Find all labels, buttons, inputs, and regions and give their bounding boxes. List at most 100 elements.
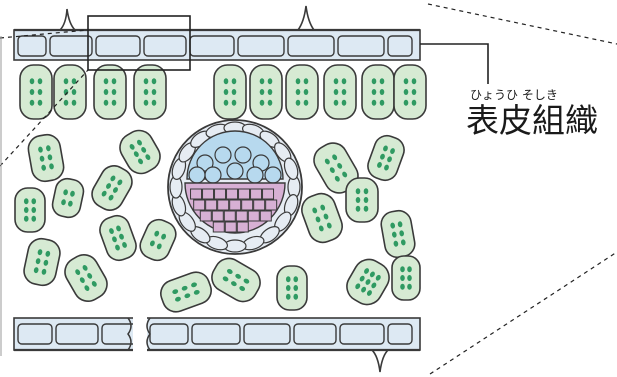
green-cell [346, 178, 378, 222]
chloroplast-dot [356, 188, 361, 194]
chloroplast-dot [112, 89, 117, 95]
xylem-vessel [215, 147, 231, 163]
phloem-cell [215, 189, 226, 199]
chloroplast-dot [64, 78, 69, 84]
chloroplast-dot [372, 100, 377, 106]
chloroplast-dot [304, 89, 309, 95]
green-cell [96, 212, 139, 264]
green-cell [364, 132, 407, 184]
chloroplast-dot [296, 89, 301, 95]
trichome [298, 6, 314, 30]
chloroplast-dot [334, 78, 339, 84]
phloem-cell [200, 211, 211, 221]
epidermis-cell [338, 36, 384, 56]
phloem-cell [224, 211, 235, 221]
chloroplast-dot [24, 207, 29, 213]
chloroplast-dot [260, 100, 265, 106]
green-cell [362, 65, 394, 119]
chloroplast-dot [412, 78, 417, 84]
chloroplast-dot [112, 100, 117, 106]
green-cell [207, 253, 266, 306]
palisade-tissue [20, 65, 426, 119]
chloroplast-dot [372, 78, 377, 84]
phloem-cell [227, 189, 238, 199]
chloroplast-dot [404, 89, 409, 95]
epidermis-cell [144, 36, 186, 56]
green-cell [394, 65, 426, 119]
chloroplast-dot [404, 78, 409, 84]
epidermis-cell [288, 36, 334, 56]
chloroplast-dot [260, 78, 265, 84]
chloroplast-dot [372, 89, 377, 95]
epidermis-cell [340, 324, 384, 344]
chloroplast-dot [144, 78, 149, 84]
chloroplast-dot [400, 266, 405, 272]
green-cell [392, 256, 420, 300]
xylem-vessel [247, 167, 263, 183]
green-cell [157, 268, 215, 315]
epidermis-cell [56, 324, 98, 344]
chloroplast-dot [38, 89, 43, 95]
phloem-cell [203, 189, 214, 199]
green-cell [324, 65, 356, 119]
chloroplast-dot [224, 100, 229, 106]
chloroplast-dot [72, 100, 77, 106]
trichome [60, 9, 75, 30]
phloem-cell [206, 200, 217, 210]
phloem-cell [212, 211, 223, 221]
chloroplast-dot [268, 78, 273, 84]
chloroplast-dot [31, 216, 36, 222]
phloem-cell [213, 222, 224, 232]
chloroplast-dot [356, 206, 361, 212]
chloroplast-dot [38, 78, 43, 84]
green-cell [379, 209, 417, 260]
chloroplast-dot [224, 78, 229, 84]
stoma-gap [133, 316, 147, 354]
epidermis-cell [244, 324, 290, 344]
chloroplast-dot [407, 275, 412, 281]
phloem-cell [248, 211, 259, 221]
chloroplast-dot [380, 78, 385, 84]
green-cell [50, 177, 85, 220]
xylem-vessel [205, 167, 221, 183]
chloroplast-dot [342, 78, 347, 84]
epidermis-cell [294, 324, 336, 344]
chloroplast-dot [104, 78, 109, 84]
chloroplast-dot [30, 89, 35, 95]
dashed-guide [428, 4, 617, 44]
label-ruby: ひょうひ そしき [470, 88, 558, 102]
chloroplast-dot [296, 100, 301, 106]
xylem-vessel [227, 163, 243, 179]
chloroplast-dot [412, 100, 417, 106]
epidermis-cell [96, 36, 140, 56]
chloroplast-dot [24, 216, 29, 222]
chloroplast-dot [342, 89, 347, 95]
green-cell [286, 65, 318, 119]
chloroplast-dot [152, 89, 157, 95]
chloroplast-dot [286, 276, 291, 282]
phloem-cell [254, 200, 265, 210]
chloroplast-dot [152, 78, 157, 84]
chloroplast-dot [293, 285, 298, 291]
chloroplast-dot [407, 266, 412, 272]
green-cell [26, 133, 66, 184]
phloem-cell [230, 200, 241, 210]
chloroplast-dot [224, 89, 229, 95]
chloroplast-dot [286, 285, 291, 291]
chloroplast-dot [380, 89, 385, 95]
epidermis-cell [18, 324, 52, 344]
chloroplast-dot [38, 100, 43, 106]
phloem-cell [242, 200, 253, 210]
chloroplast-dot [268, 89, 273, 95]
chloroplast-dot [364, 188, 369, 194]
phloem-cell [266, 200, 277, 210]
chloroplast-dot [24, 198, 29, 204]
epidermis-cell [388, 36, 412, 56]
epidermis-cell [192, 324, 240, 344]
phloem-cell [239, 189, 250, 199]
chloroplast-dot [334, 100, 339, 106]
chloroplast-dot [31, 207, 36, 213]
chloroplast-dot [104, 89, 109, 95]
